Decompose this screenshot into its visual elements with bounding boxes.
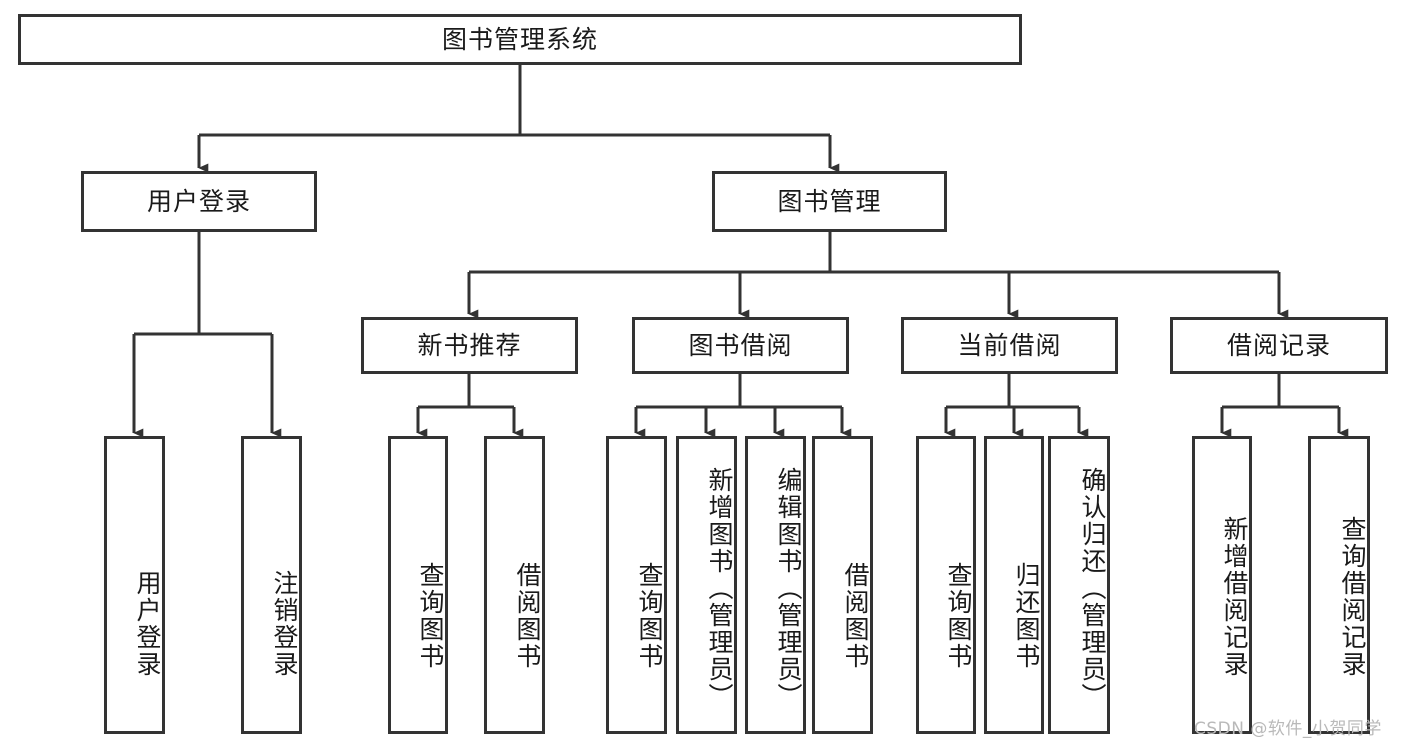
node-current-borrow[interactable]: 当前借阅 bbox=[901, 317, 1118, 374]
node-book-borrow[interactable]: 图书借阅 bbox=[632, 317, 849, 374]
leaf-query-book-current[interactable]: 查询图书 bbox=[916, 436, 976, 734]
leaf-query-book-recommend[interactable]: 查询图书 bbox=[388, 436, 448, 734]
csdn-watermark: CSDN @软件_小贺同学 bbox=[1194, 719, 1382, 739]
leaf-add-book-admin[interactable]: 新增图书（管理员） bbox=[676, 436, 737, 734]
leaf-logout[interactable]: 注销登录 bbox=[241, 436, 302, 734]
leaf-edit-book-admin[interactable]: 编辑图书（管理员） bbox=[745, 436, 806, 734]
leaf-user-login[interactable]: 用户登录 bbox=[104, 436, 165, 734]
node-user-login[interactable]: 用户登录 bbox=[81, 171, 317, 232]
leaf-return-book[interactable]: 归还图书 bbox=[984, 436, 1044, 734]
node-root[interactable]: 图书管理系统 bbox=[18, 14, 1022, 65]
leaf-add-borrow-record[interactable]: 新增借阅记录 bbox=[1192, 436, 1252, 734]
node-book-management[interactable]: 图书管理 bbox=[712, 171, 947, 232]
leaf-confirm-return-admin[interactable]: 确认归还（管理员） bbox=[1048, 436, 1110, 734]
leaf-query-borrow-record[interactable]: 查询借阅记录 bbox=[1308, 436, 1370, 734]
node-borrow-record[interactable]: 借阅记录 bbox=[1170, 317, 1388, 374]
node-new-book-recommend[interactable]: 新书推荐 bbox=[361, 317, 578, 374]
leaf-query-book-borrow[interactable]: 查询图书 bbox=[606, 436, 667, 734]
leaf-borrow-book-recommend[interactable]: 借阅图书 bbox=[484, 436, 545, 734]
leaf-borrow-book[interactable]: 借阅图书 bbox=[812, 436, 873, 734]
